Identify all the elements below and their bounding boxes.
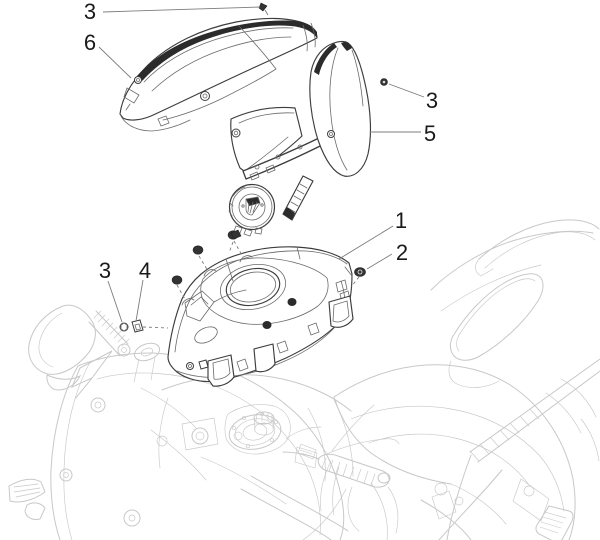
part-lower-rail (242, 128, 341, 221)
callout-label-3-top[interactable]: 3 (84, 0, 96, 24)
bottom-screw (186, 362, 194, 370)
callout-label-3-right[interactable]: 3 (426, 88, 438, 113)
leader-4 (135, 279, 144, 322)
callout-labels: 3 6 3 5 1 2 3 4 (84, 0, 438, 283)
nut-part2-hole (357, 269, 363, 275)
bottom-clip (198, 359, 209, 370)
callout-label-5[interactable]: 5 (424, 121, 436, 146)
clip-nut-4 (131, 319, 144, 333)
screw-top (258, 2, 268, 12)
screw-right-center (382, 80, 386, 84)
leader-3-right (388, 83, 425, 98)
leader-2 (366, 253, 393, 270)
cap-screw (230, 229, 242, 240)
callout-label-2[interactable]: 2 (396, 240, 408, 265)
part-tank-cover (167, 246, 354, 387)
nut-part2 (354, 267, 366, 277)
leader-1 (338, 225, 394, 260)
callout-label-1[interactable]: 1 (395, 208, 407, 233)
leader-6 (98, 46, 132, 79)
leader-3-left (107, 280, 123, 323)
part-top-cover (119, 17, 318, 132)
callout-label-4[interactable]: 4 (139, 258, 151, 283)
part-fuel-cap-ring (228, 183, 276, 237)
callout-label-3-left[interactable]: 3 (99, 258, 111, 283)
grommet-left (171, 275, 183, 285)
exploded-parts (119, 2, 388, 387)
assembly-guides (142, 240, 360, 329)
grommet-mid (192, 245, 204, 255)
part-lower-panel (230, 106, 303, 177)
leader-lines (98, 6, 425, 323)
fasteners (119, 2, 388, 370)
callout-label-6[interactable]: 6 (84, 30, 96, 55)
background-motorcycle-sketch (8, 219, 600, 540)
leader-3-top (102, 6, 261, 13)
part-right-cover (309, 40, 372, 177)
